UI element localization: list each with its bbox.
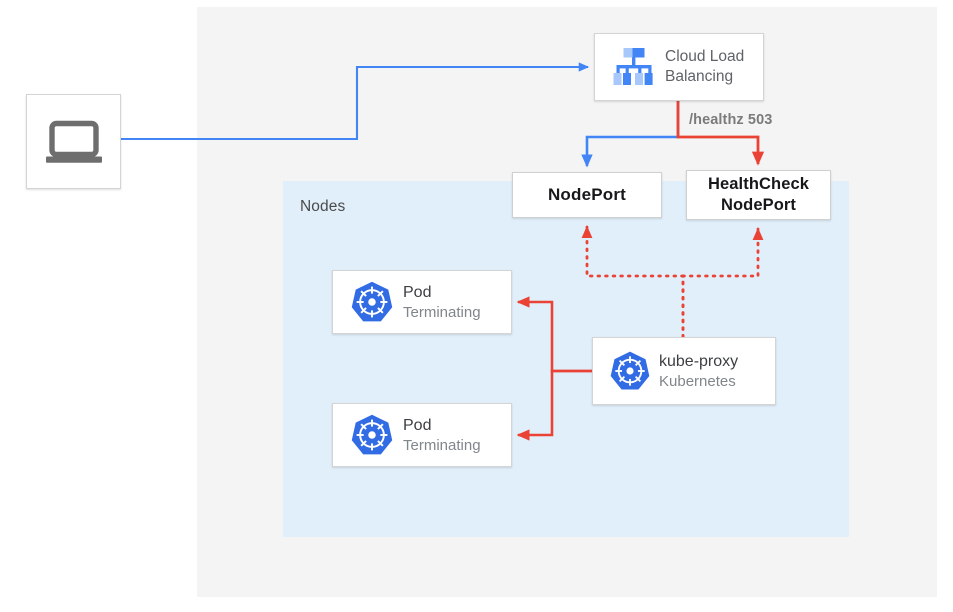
kube-proxy-name: kube-proxy [659,352,739,370]
kubernetes-icon [341,413,403,457]
nodeport-label: NodePort [547,185,627,204]
healthz-status-label: /healthz 503 [689,112,773,128]
pod-card-2[interactable]: Pod Terminating [332,403,512,467]
pod-2-name: Pod [403,416,432,434]
cloud-load-balancing-icon [603,46,665,88]
client-card[interactable] [26,94,121,189]
pod-1-status: Terminating [403,303,481,321]
pod-1-name: Pod [403,283,432,301]
nodeport-box[interactable]: NodePort [512,172,662,218]
pod-card-1[interactable]: Pod Terminating [332,270,512,334]
healthcheck-nodeport-line-1: HealthCheck [707,175,810,194]
kubernetes-icon [341,280,403,324]
healthcheck-nodeport-line-2: NodePort [720,196,797,214]
laptop-icon [43,118,105,166]
healthcheck-nodeport-label: HealthCheck NodePort [708,174,809,215]
pod-2-label: Pod Terminating [403,415,481,456]
kube-proxy-label: kube-proxy Kubernetes [659,351,738,392]
cloud-load-balancing-label: Cloud Load Balancing [665,47,744,88]
pod-1-label: Pod Terminating [403,282,481,323]
cloud-load-balancing-card[interactable]: Cloud Load Balancing [594,33,764,101]
healthcheck-nodeport-box[interactable]: HealthCheck NodePort [686,170,831,220]
pod-2-status: Terminating [403,436,481,454]
clb-title-line-2: Balancing [665,68,734,85]
kube-proxy-card[interactable]: kube-proxy Kubernetes [592,337,776,405]
nodes-panel-label: Nodes [300,198,346,215]
clb-title-line-1: Cloud Load [665,47,745,65]
kube-proxy-subtitle: Kubernetes [659,372,736,390]
kubernetes-icon [601,350,659,392]
